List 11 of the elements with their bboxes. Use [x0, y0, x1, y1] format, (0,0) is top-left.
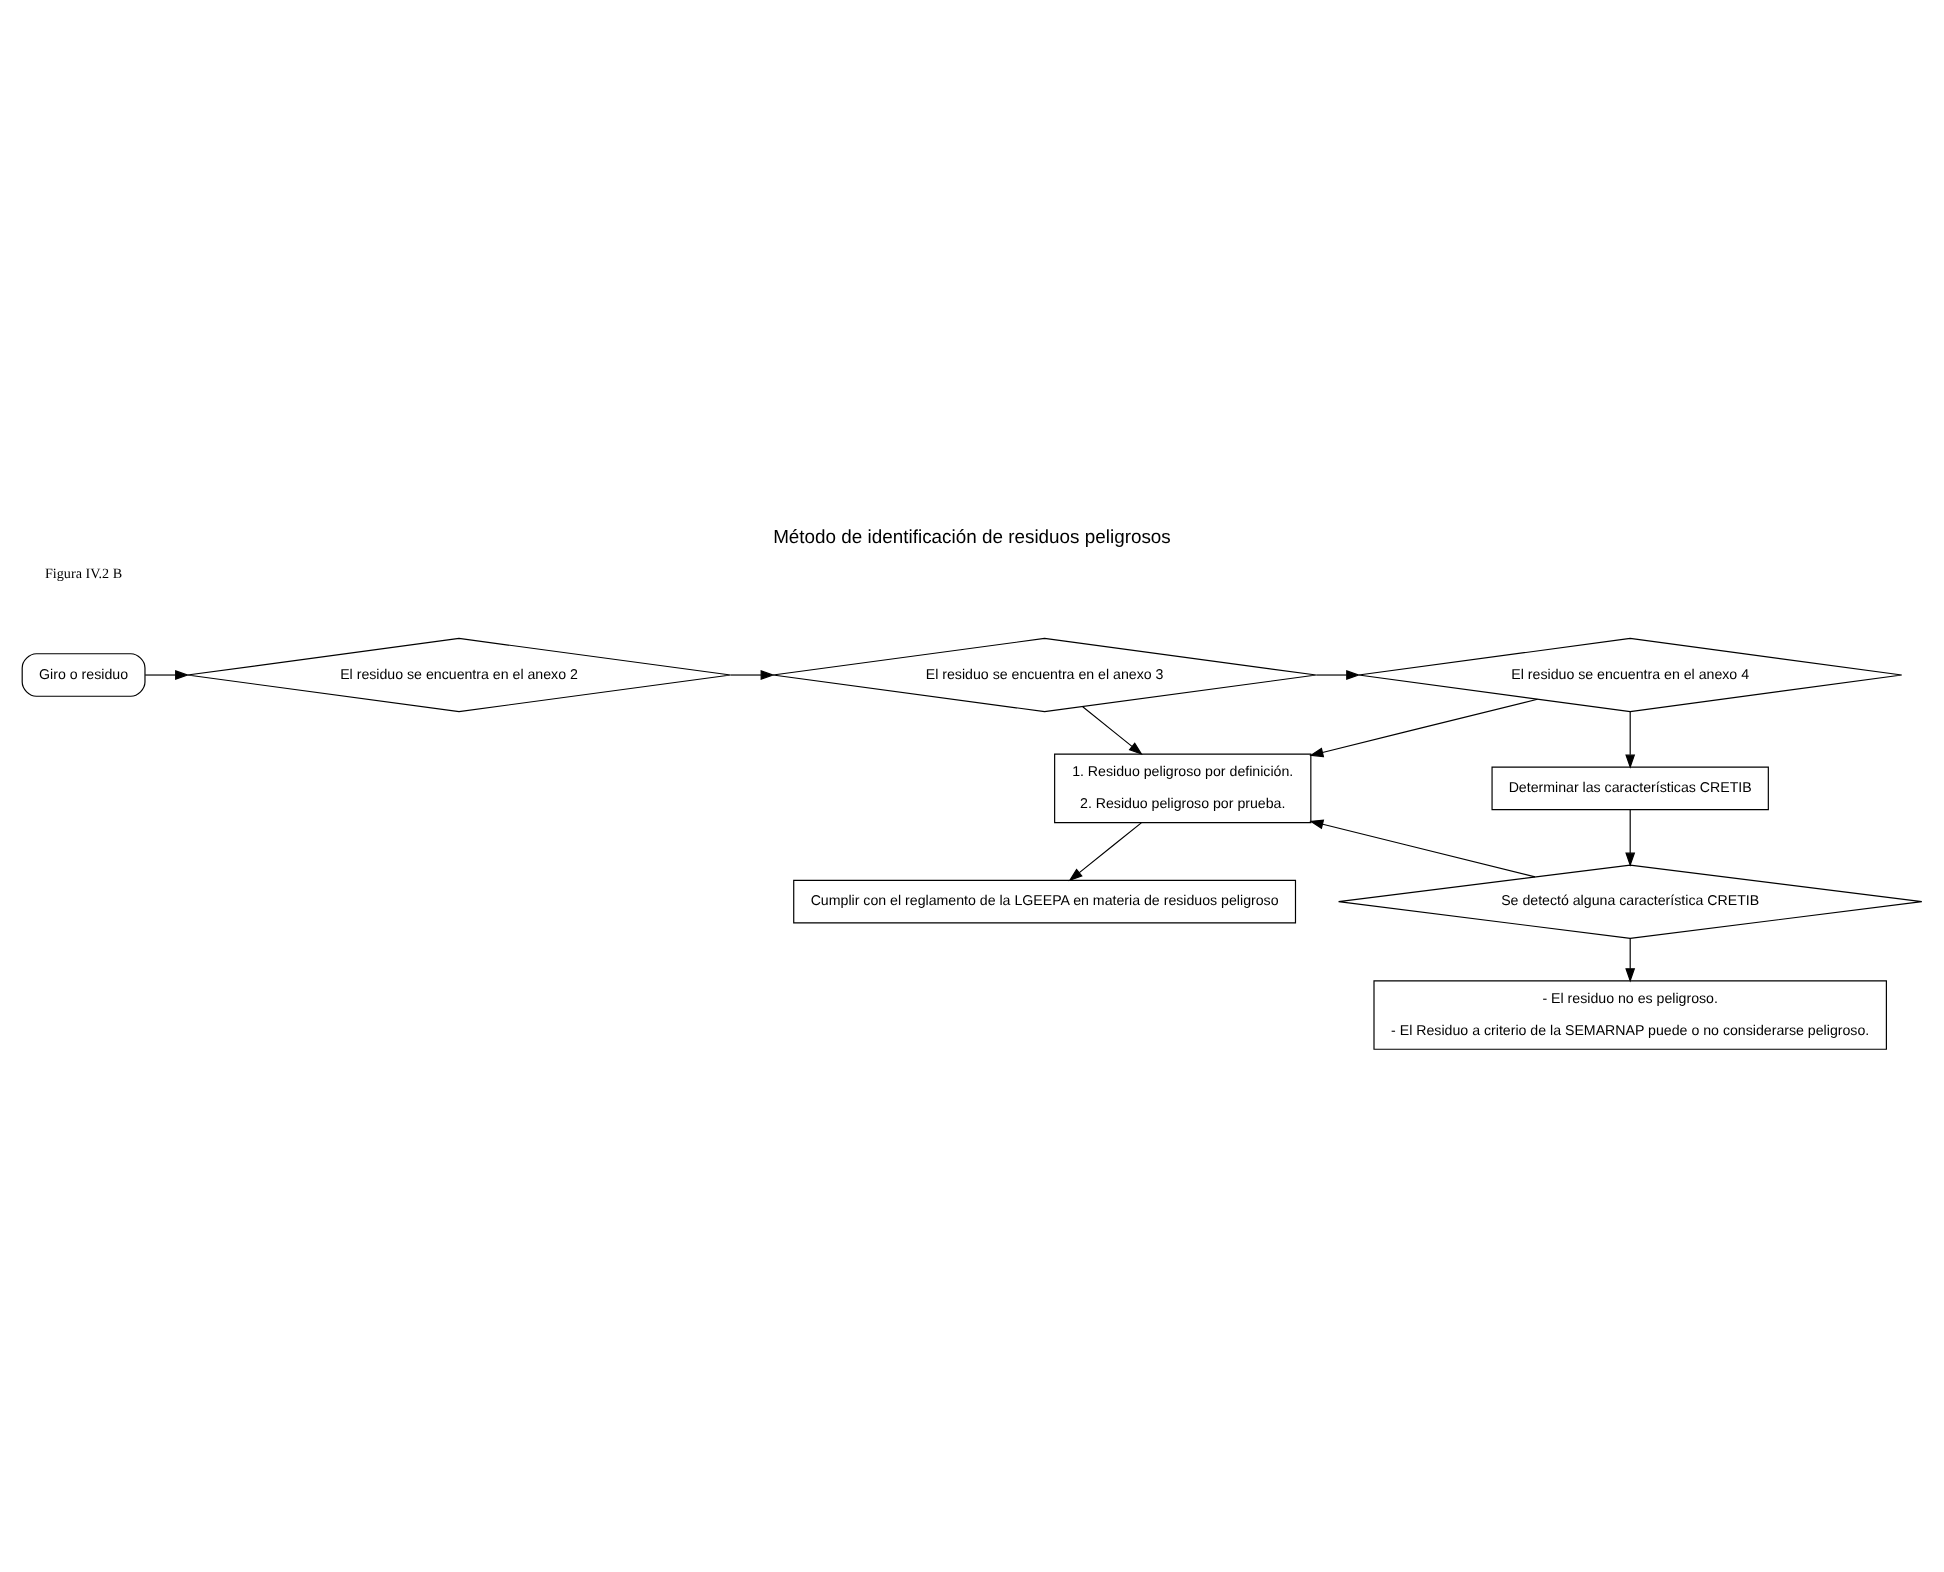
arrow: [1068, 822, 1142, 882]
arrow: [1082, 706, 1143, 756]
diagram-title: Método de identificación de residuos peligrosos: [773, 526, 1171, 549]
arrow: [144, 670, 190, 680]
arrow: [1315, 670, 1361, 680]
arrow: [1625, 809, 1636, 867]
arrow: [1625, 711, 1636, 769]
arrow: [1309, 698, 1539, 758]
arrow: [1309, 819, 1536, 878]
arrow: [1625, 937, 1636, 983]
arrow: [730, 670, 775, 680]
